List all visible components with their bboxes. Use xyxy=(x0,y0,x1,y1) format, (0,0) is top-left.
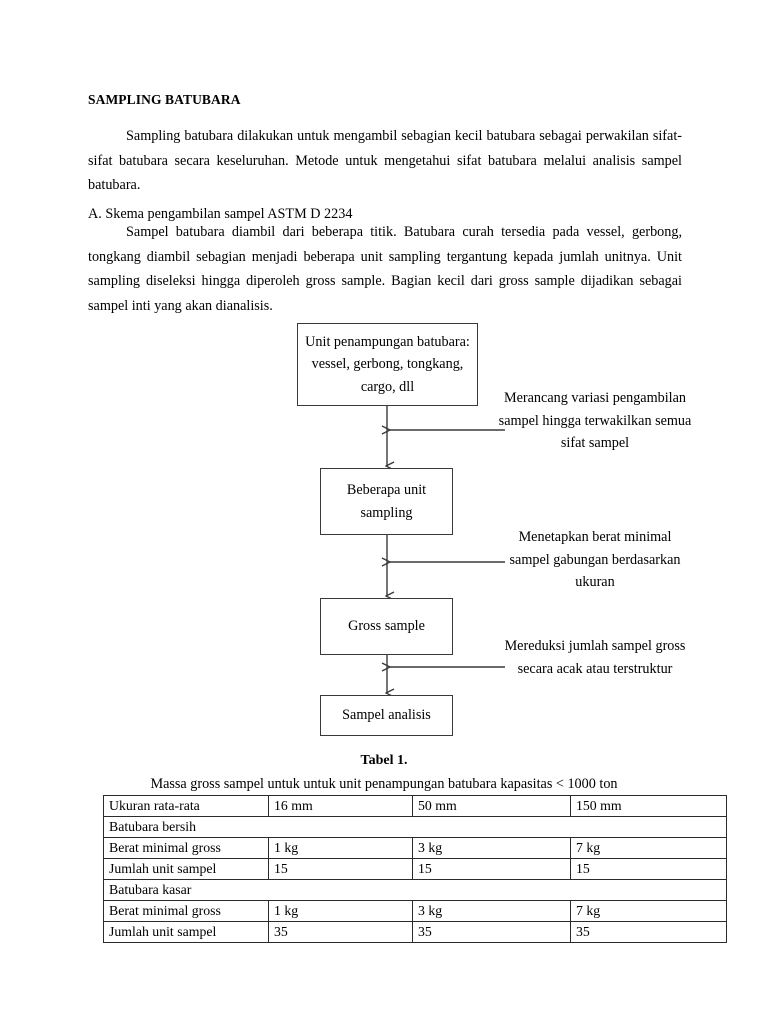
table-cell: Ukuran rata-rata xyxy=(103,795,269,817)
table-cell: Jumlah unit sampel xyxy=(103,921,269,943)
gross-sample-table: Ukuran rata-rata 16 mm 50 mm 150 mm Batu… xyxy=(103,795,727,943)
flowchart-box-unit-penampungan: Unit penampungan batubara: vessel, gerbo… xyxy=(297,323,478,406)
page-title: SAMPLING BATUBARA xyxy=(88,92,241,107)
table-section-cell: Batubara kasar xyxy=(103,879,727,901)
flowchart-box-sampel-analisis: Sampel analisis xyxy=(320,695,453,736)
flowchart-connectors xyxy=(0,406,505,750)
paragraph-intro: Sampling batubara dilakukan untuk mengam… xyxy=(88,128,682,194)
table-body: Ukuran rata-rata 16 mm 50 mm 150 mm Batu… xyxy=(103,795,727,943)
table-cell: Berat minimal gross xyxy=(103,837,269,859)
table-cell: 15 xyxy=(412,858,571,880)
table-cell: 35 xyxy=(412,921,571,943)
table-cell: 15 xyxy=(570,858,727,880)
table-cell: 7 kg xyxy=(570,900,727,922)
table-caption: Massa gross sampel untuk untuk unit pena… xyxy=(150,776,618,792)
table-cell: 16 mm xyxy=(268,795,413,817)
table-cell: 150 mm xyxy=(570,795,727,817)
table-cell: 15 xyxy=(268,858,413,880)
table-section-cell: Batubara bersih xyxy=(103,816,727,838)
table-cell: 35 xyxy=(268,921,413,943)
table-cell: 1 kg xyxy=(268,837,413,859)
section-a-heading: A. Skema pengambilan sampel ASTM D 2234 xyxy=(88,206,353,222)
table-row: Jumlah unit sampel 15 15 15 xyxy=(103,858,727,880)
flowchart-note-merancang-variasi: Merancang variasi pengambilan sampel hin… xyxy=(498,390,692,452)
table-row: Berat minimal gross 1 kg 3 kg 7 kg xyxy=(103,837,727,859)
table-number: Tabel 1. xyxy=(360,753,408,768)
table-cell: 3 kg xyxy=(412,837,571,859)
table-cell: 1 kg xyxy=(268,900,413,922)
table-row: Jumlah unit sampel 35 35 35 xyxy=(103,921,727,943)
flowchart-note-mereduksi-jumlah: Mereduksi jumlah sampel gross secara aca… xyxy=(504,638,686,677)
table-row: Batubara kasar xyxy=(103,879,727,901)
table-row: Batubara bersih xyxy=(103,816,727,838)
flowchart-note-berat-minimal: Menetapkan berat minimal sampel gabungan… xyxy=(509,529,681,591)
sampling-flowchart: Unit penampungan batubara: vessel, gerbo… xyxy=(0,310,768,750)
table-cell: Berat minimal gross xyxy=(103,900,269,922)
table-cell: 7 kg xyxy=(570,837,727,859)
table-cell: 35 xyxy=(570,921,727,943)
flowchart-box-gross-sample: Gross sample xyxy=(320,598,453,655)
flowchart-box-beberapa-unit-sampling: Beberapa unit sampling xyxy=(320,468,453,535)
table-cell: Jumlah unit sampel xyxy=(103,858,269,880)
table-cell: 50 mm xyxy=(412,795,571,817)
paragraph-section-a-body: Sampel batubara diambil dari beberapa ti… xyxy=(88,224,682,314)
table-cell: 3 kg xyxy=(412,900,571,922)
table-row: Berat minimal gross 1 kg 3 kg 7 kg xyxy=(103,900,727,922)
table-row: Ukuran rata-rata 16 mm 50 mm 150 mm xyxy=(103,795,727,817)
